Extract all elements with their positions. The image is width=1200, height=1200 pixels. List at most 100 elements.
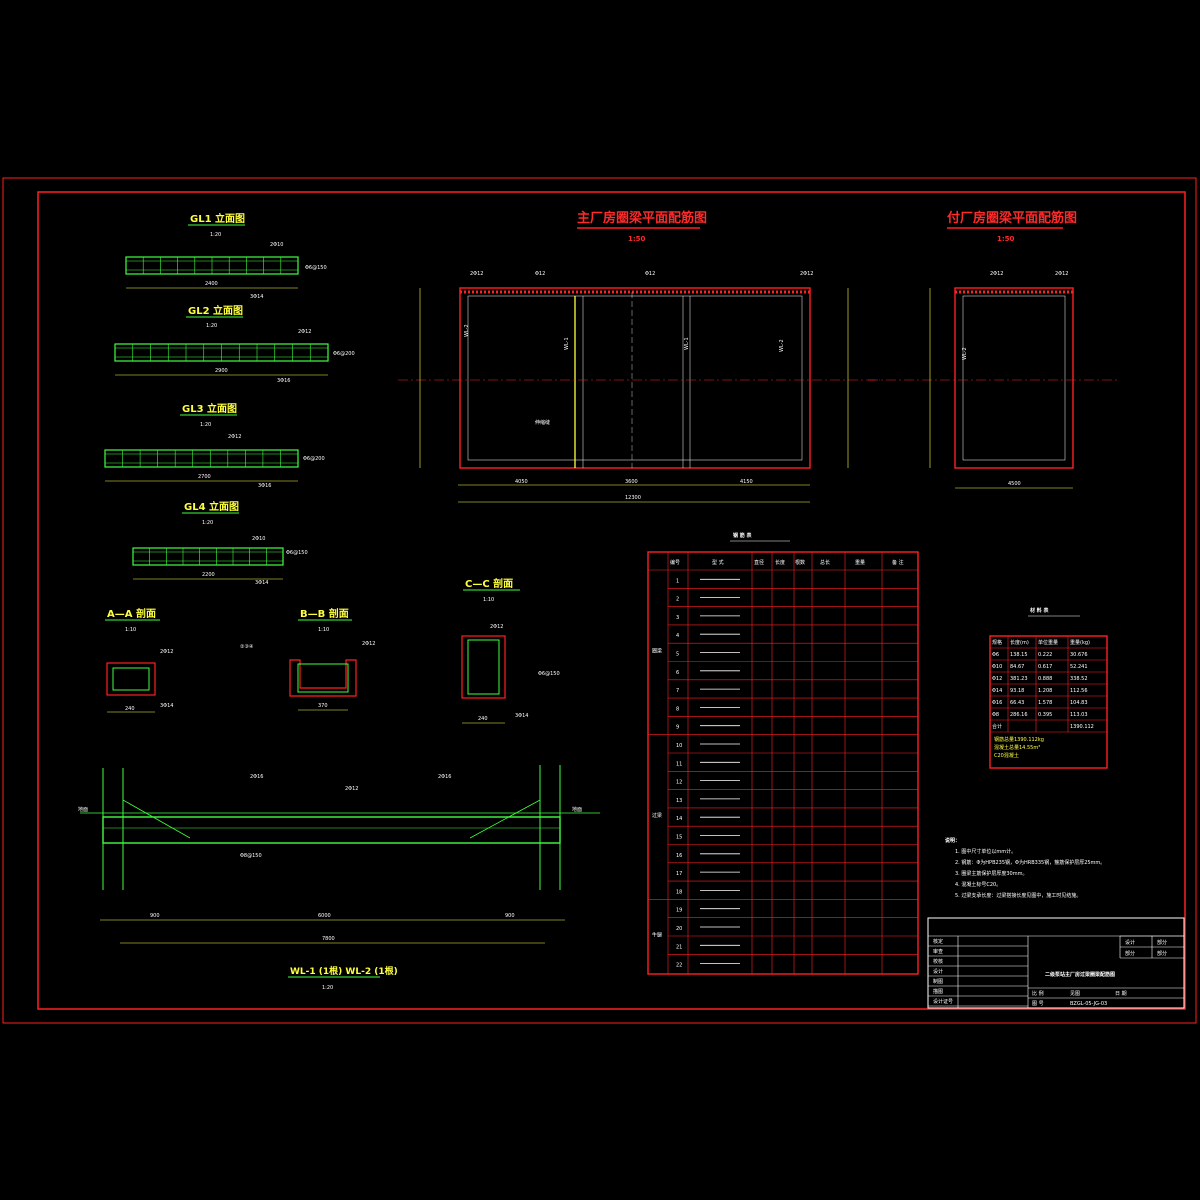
note-line: 3. 圈梁主筋保护层厚度30mm。 — [955, 870, 1027, 877]
steel-row-no: 13 — [676, 798, 682, 804]
gl2-dim: 2900 — [215, 368, 228, 374]
svg-text:2Φ16: 2Φ16 — [250, 774, 263, 780]
gl3-rebar-top: 2Φ12 — [228, 434, 241, 440]
section-bb-title: B—B 剖面 — [300, 607, 349, 620]
svg-text:2Φ12: 2Φ12 — [470, 271, 483, 277]
gl2-scale: 1:20 — [206, 323, 217, 329]
gl3-elevation: GL3 立面图 1:20 2700 2Φ12 Φ6@200 3Φ16 — [104, 402, 325, 489]
section-aa: A—A 剖面 1:10 240 2Φ12 3Φ14 — [105, 607, 173, 713]
gl3-dim: 2700 — [198, 474, 211, 480]
gl3-scale: 1:20 — [200, 422, 211, 428]
steel-table: 钢 筋 表 编号型 式直径长度根数总长重量备 注1234567891011121… — [647, 532, 919, 975]
svg-text:3Φ14: 3Φ14 — [515, 713, 528, 719]
note-line: 5. 过梁支承长度：过梁搭接长度见图中，施工时见结施。 — [955, 892, 1081, 899]
svg-text:7800: 7800 — [322, 936, 335, 942]
gl3-title: GL3 立面图 — [182, 402, 237, 415]
gl2-rebar-top: 2Φ12 — [298, 329, 311, 335]
material-cell: 合计 — [992, 723, 1002, 730]
note-line: 4. 混凝土标号C20。 — [955, 881, 1001, 888]
svg-text:Φ12: Φ12 — [535, 271, 545, 277]
notes: 说明： 1. 图中尺寸单位以mm计。2. 钢筋：Φ为HPB235钢，Φ为HRB3… — [945, 837, 1105, 899]
material-cell: 0.888 — [1038, 676, 1052, 682]
steel-group: 牛腿 — [652, 932, 662, 939]
gl4-dim: 2200 — [202, 572, 215, 578]
material-cell: 138.15 — [1010, 652, 1028, 658]
material-cell: 1390.112 — [1070, 724, 1094, 730]
material-header: 单位重量 — [1038, 639, 1058, 646]
material-cell: 112.56 — [1070, 688, 1088, 694]
steel-header: 备 注 — [892, 559, 904, 566]
section-cc-scale: 1:10 — [483, 597, 494, 603]
gl2-rebar-stirrup: Φ6@200 — [333, 351, 355, 357]
steel-header: 根数 — [795, 559, 805, 566]
aux-plan-title: 付厂房圈梁平面配筋图 — [947, 210, 1077, 226]
svg-text:12300: 12300 — [625, 495, 641, 501]
plan-wl2-left: WL-2 — [464, 324, 470, 337]
section-aa-title: A—A 剖面 — [107, 607, 156, 620]
gl3-rebar-stirrup: Φ6@200 — [303, 456, 325, 462]
inner-frame — [37, 191, 1186, 1010]
material-cell: 286.16 — [1010, 712, 1028, 718]
material-cell: 30.676 — [1070, 652, 1088, 658]
material-cell: 104.83 — [1070, 700, 1088, 706]
beam-elev-title: WL-1 (1根) WL-2 (1根) — [290, 965, 398, 977]
svg-text:370: 370 — [318, 703, 328, 709]
svg-text:地面: 地面 — [78, 806, 88, 813]
material-cell: Φ6 — [992, 652, 999, 658]
svg-text:Φ12: Φ12 — [645, 271, 655, 277]
svg-text:2Φ12: 2Φ12 — [800, 271, 813, 277]
steel-row-no: 20 — [676, 926, 682, 932]
gl2-title: GL2 立面图 — [188, 304, 243, 317]
material-note: C20混凝土 — [994, 752, 1019, 759]
steel-row-no: 12 — [676, 780, 682, 786]
gl4-rebar-top: 2Φ10 — [252, 536, 265, 542]
beam-elev-scale: 1:20 — [322, 985, 333, 991]
tb-stage-b1: 部分 — [1125, 950, 1135, 957]
main-plan-scale: 1:50 — [628, 235, 646, 243]
steel-row-no: 21 — [676, 944, 682, 950]
section-cc-title: C—C 剖面 — [465, 577, 513, 590]
title-block-label: 设计证号 — [933, 998, 953, 1005]
tb-stage-a1: 设计 — [1125, 939, 1135, 946]
tb-stage-b2: 部分 — [1157, 950, 1167, 957]
notes-title: 说明： — [945, 837, 960, 844]
steel-header: 长度 — [775, 559, 785, 566]
svg-text:2Φ12: 2Φ12 — [362, 641, 375, 647]
steel-header: 编号 — [670, 559, 680, 566]
title-block-label: 核定 — [933, 938, 943, 945]
material-header: 长度(m) — [1010, 639, 1029, 646]
steel-table-title: 钢 筋 表 — [733, 532, 752, 539]
svg-text:地面: 地面 — [572, 806, 582, 813]
material-cell: Φ14 — [992, 688, 1002, 694]
plan-wl2-right: WL-2 — [779, 339, 785, 352]
svg-text:2Φ16: 2Φ16 — [438, 774, 451, 780]
steel-row-no: 5 — [676, 652, 679, 658]
svg-text:②③④: ②③④ — [240, 644, 254, 650]
svg-text:3600: 3600 — [625, 479, 638, 485]
svg-text:900: 900 — [505, 913, 515, 919]
material-cell: Φ8 — [992, 712, 999, 718]
svg-text:900: 900 — [150, 913, 160, 919]
steel-row-no: 17 — [676, 871, 682, 877]
svg-text:Φ6@150: Φ6@150 — [538, 671, 560, 677]
title-block-label: 设计 — [933, 968, 943, 975]
aux-wl2: WL-2 — [962, 347, 968, 360]
gl1-title: GL1 立面图 — [190, 212, 245, 225]
gl3-rebar-bottom: 3Φ16 — [258, 483, 271, 489]
tb-project-title: 二级泵站主厂房过梁圈梁配筋图 — [1045, 971, 1115, 978]
svg-text:2Φ12: 2Φ12 — [160, 649, 173, 655]
gl1-dim: 2400 — [205, 281, 218, 287]
steel-group: 过梁 — [652, 812, 662, 819]
gl2-elevation: GL2 立面图 1:20 2900 2Φ12 Φ6@200 3Φ16 — [114, 304, 355, 384]
title-block-label: 描图 — [933, 988, 943, 995]
gl4-title: GL4 立面图 — [184, 500, 239, 513]
steel-header: 总长 — [820, 559, 830, 566]
material-cell: 0.222 — [1038, 652, 1052, 658]
steel-row-no: 6 — [676, 670, 679, 676]
tb-scale-label: 比 例 — [1032, 990, 1044, 997]
material-cell: 93.18 — [1010, 688, 1024, 694]
gl1-rebar-bottom: 3Φ14 — [250, 294, 263, 300]
main-plan-title: 主厂房圈梁平面配筋图 — [577, 210, 707, 226]
